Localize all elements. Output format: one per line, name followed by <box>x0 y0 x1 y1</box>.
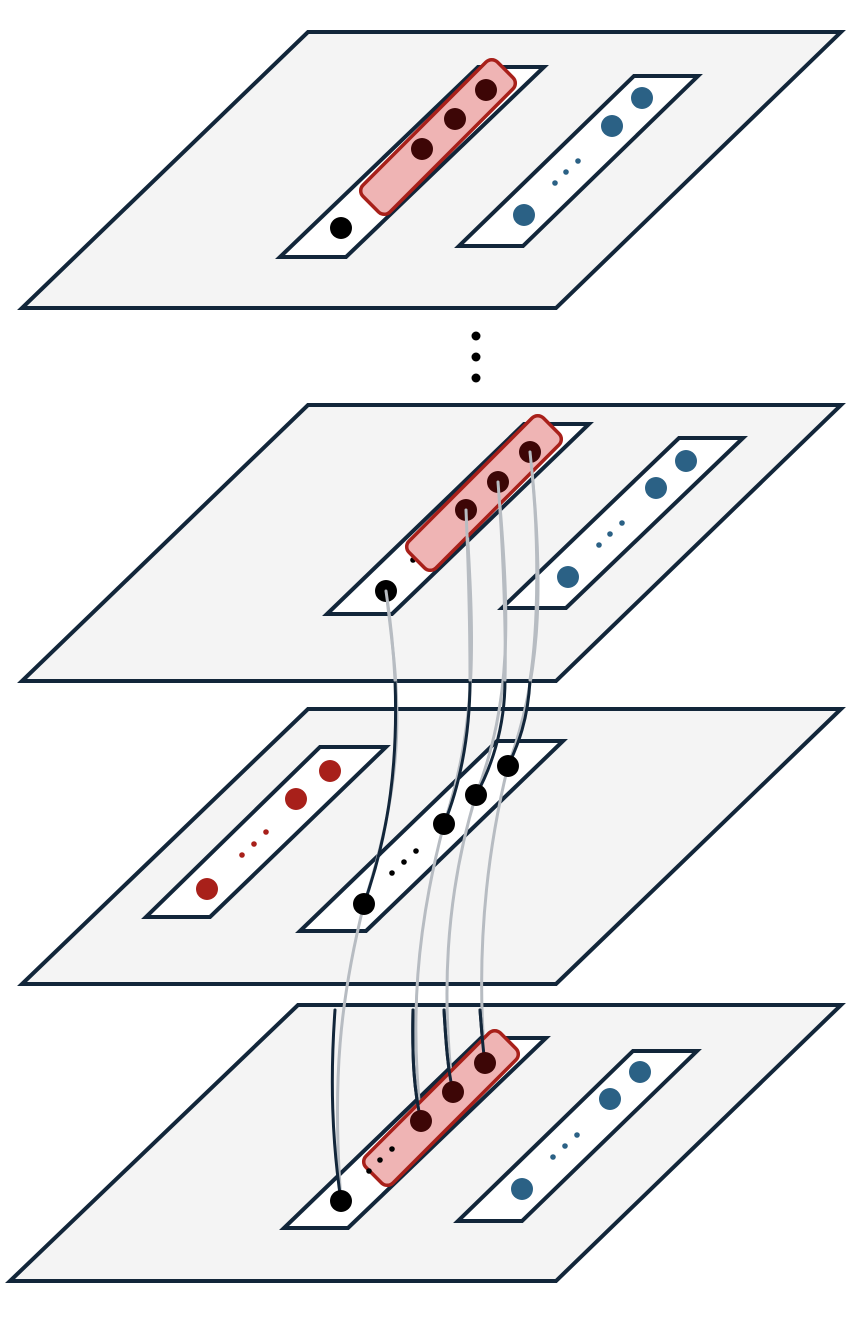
connection-middle-bottom-1 <box>335 902 366 1203</box>
layer-ellipsis-dot-2 <box>471 352 481 362</box>
node-bottom-highlight-3 <box>474 1052 496 1074</box>
ellipsis-middle-red-dot-2 <box>251 841 257 847</box>
ellipsis-middle-black-dot-3 <box>413 848 419 854</box>
node-top-black-1 <box>330 217 352 239</box>
ellipsis-second-blue-dot-2 <box>607 531 613 537</box>
ellipsis-bottom-blue-dot-1 <box>550 1154 556 1160</box>
ellipsis-middle-black-dot-2 <box>401 859 407 865</box>
connection-second-middle-1-front <box>362 678 398 906</box>
highlight-top-group <box>358 57 518 217</box>
ellipsis-top-blue-dot-2 <box>563 169 569 175</box>
ellipsis-bottom-blue-dot-3 <box>574 1132 580 1138</box>
ellipsis-bottom-black-dot-3 <box>389 1146 395 1152</box>
connection-second-overlay-1 <box>384 589 397 682</box>
node-middle-red-2 <box>285 788 307 810</box>
ellipsis-middle-black-dot-1 <box>389 870 395 876</box>
connection-middle-bottom-2 <box>414 822 446 1123</box>
ellipsis-top-blue-dot-3 <box>575 158 581 164</box>
ellipsis-middle-red-dot-1 <box>239 852 245 858</box>
connection-middle-bottom-1-front <box>330 1008 343 1203</box>
node-top-highlight-1 <box>411 138 433 160</box>
node-top-blue-2 <box>601 115 623 137</box>
node-bottom-highlight-2 <box>442 1081 464 1103</box>
node-middle-black-1 <box>353 893 375 915</box>
node-middle-black-3 <box>465 784 487 806</box>
node-middle-black-4 <box>497 755 519 777</box>
node-bottom-blue-1 <box>511 1178 533 1200</box>
ellipsis-bottom-black-dot-2 <box>377 1157 383 1163</box>
ellipsis-top-blue-dot-1 <box>552 180 558 186</box>
ellipsis-middle-red-dot-3 <box>263 829 269 835</box>
node-top-blue-1 <box>513 204 535 226</box>
node-second-blue-1 <box>557 566 579 588</box>
node-bottom-highlight-1 <box>410 1110 432 1132</box>
node-bottom-blue-3 <box>629 1061 651 1083</box>
highlight-top <box>358 57 518 217</box>
planes-group <box>5 30 846 1283</box>
connection-second-overlay-4 <box>528 450 539 682</box>
ellipsis-second-blue-dot-1 <box>596 542 602 548</box>
node-top-blue-3 <box>631 87 653 109</box>
node-bottom-black-1 <box>330 1190 352 1212</box>
node-top-highlight-2 <box>444 108 466 130</box>
connection-second-overlay-3 <box>496 480 507 682</box>
node-second-blue-2 <box>645 477 667 499</box>
ellipsis-bottom-blue-dot-2 <box>562 1143 568 1149</box>
layer-ellipsis-dot-3 <box>471 373 481 383</box>
node-top-highlight-3 <box>475 79 497 101</box>
layer-ellipsis-dot-1 <box>471 331 481 341</box>
ellipsis-bottom-black-dot-1 <box>366 1168 372 1174</box>
node-bottom-blue-2 <box>599 1088 621 1110</box>
node-middle-black-2 <box>433 813 455 835</box>
overlay-group <box>196 57 697 1212</box>
connection-middle-bottom-3 <box>445 793 478 1094</box>
ellipsis-second-blue-dot-3 <box>619 520 625 526</box>
node-middle-red-3 <box>319 760 341 782</box>
connection-second-middle-2-front <box>442 678 472 826</box>
node-middle-red-1 <box>196 878 218 900</box>
node-second-blue-3 <box>675 450 697 472</box>
connection-second-overlay-2 <box>464 508 472 682</box>
